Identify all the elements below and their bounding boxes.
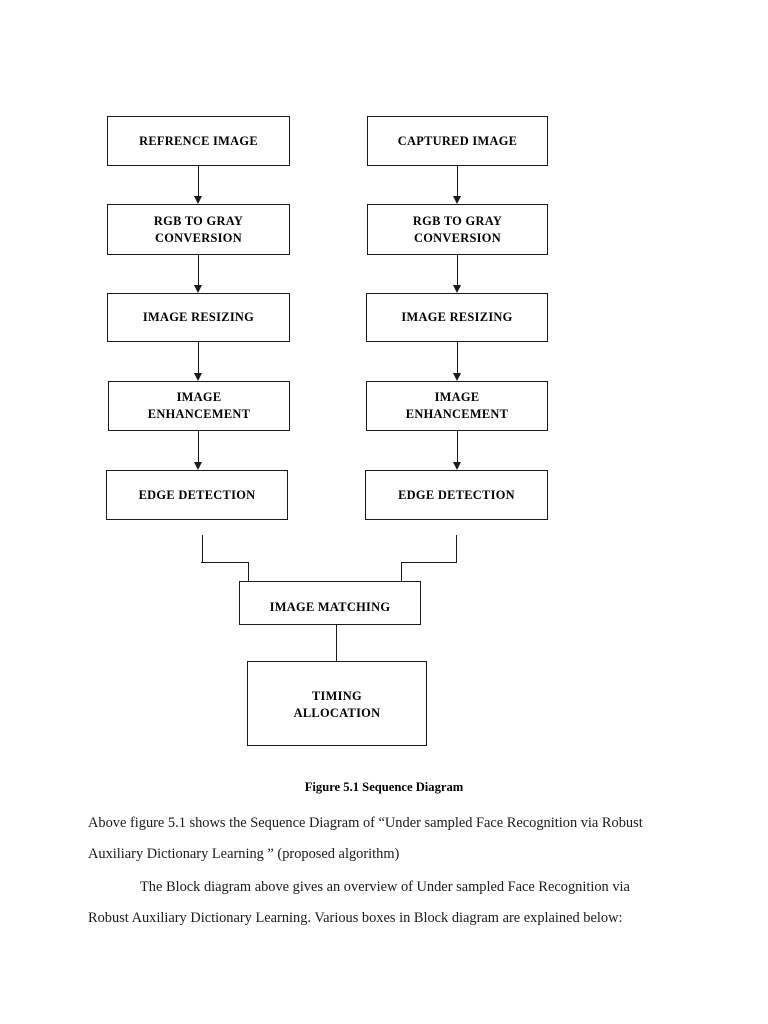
arrowhead-left-3 bbox=[194, 373, 202, 381]
connector-to-timing-allocation bbox=[336, 625, 337, 677]
arrowhead-left-2 bbox=[194, 285, 202, 293]
arrowhead-left-4 bbox=[194, 462, 202, 470]
node-timing-allocation: TIMING ALLOCATION bbox=[247, 661, 427, 746]
connector-right-2 bbox=[457, 255, 458, 285]
arrowhead-left-1 bbox=[194, 196, 202, 204]
paragraph-1: Above figure 5.1 shows the Sequence Diag… bbox=[88, 815, 643, 862]
paragraph-2: The Block diagram above gives an overvie… bbox=[88, 879, 630, 926]
merge-connector-right-horizontal bbox=[401, 562, 457, 563]
node-captured-image: CAPTURED IMAGE bbox=[367, 116, 548, 166]
node-image-resizing-right: IMAGE RESIZING bbox=[366, 293, 548, 342]
merge-connector-left-vertical bbox=[202, 535, 203, 563]
node-image-enhancement-left: IMAGE ENHANCEMENT bbox=[108, 381, 290, 431]
node-edge-detection-left: EDGE DETECTION bbox=[106, 470, 288, 520]
node-rgb-to-gray-conversion-left: RGB TO GRAY CONVERSION bbox=[107, 204, 290, 255]
connector-left-3 bbox=[198, 342, 199, 373]
node-edge-detection-right: EDGE DETECTION bbox=[365, 470, 548, 520]
connector-left-1 bbox=[198, 166, 199, 196]
connector-right-1 bbox=[457, 166, 458, 196]
merge-connector-left-drop bbox=[248, 562, 249, 598]
merge-connector-right-vertical bbox=[456, 535, 457, 563]
arrowhead-right-1 bbox=[453, 196, 461, 204]
connector-left-4 bbox=[198, 431, 199, 462]
connector-left-2 bbox=[198, 255, 199, 285]
merge-connector-right-drop bbox=[401, 562, 402, 597]
node-refrence-image: REFRENCE IMAGE bbox=[107, 116, 290, 166]
figure-caption: Figure 5.1 Sequence Diagram bbox=[304, 780, 464, 794]
node-image-resizing-left: IMAGE RESIZING bbox=[107, 293, 290, 342]
arrowhead-right-2 bbox=[453, 285, 461, 293]
connector-right-3 bbox=[457, 342, 458, 373]
node-rgb-to-gray-conversion-right: RGB TO GRAY CONVERSION bbox=[367, 204, 548, 255]
node-image-enhancement-right: IMAGE ENHANCEMENT bbox=[366, 381, 548, 431]
connector-right-4 bbox=[457, 431, 458, 462]
node-image-matching: IMAGE MATCHING bbox=[239, 581, 421, 625]
arrowhead-right-4 bbox=[453, 462, 461, 470]
arrowhead-right-3 bbox=[453, 373, 461, 381]
merge-connector-left-horizontal bbox=[201, 562, 249, 563]
